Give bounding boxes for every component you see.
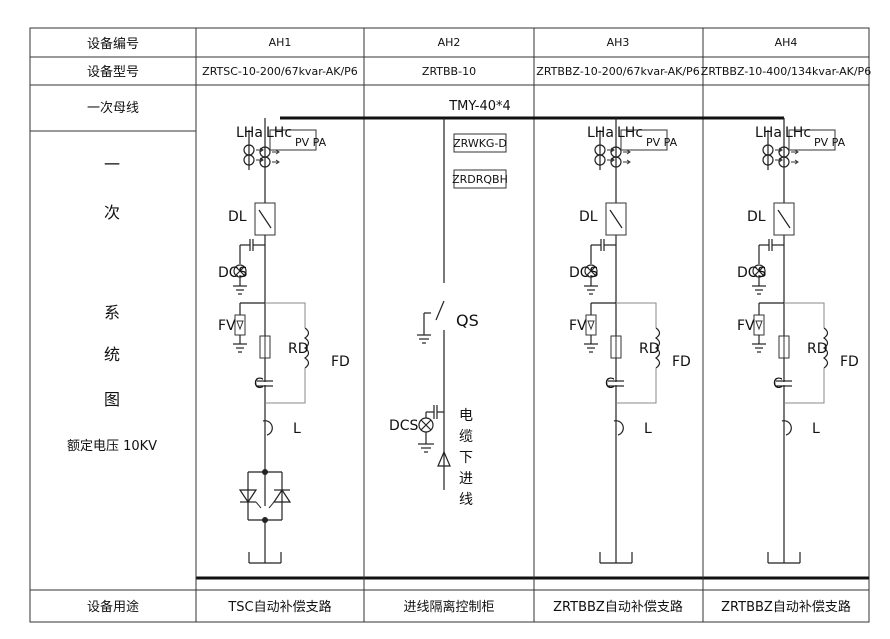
ah2-box2-label: ZRDRQBH bbox=[452, 173, 508, 186]
ah4-breaker-label: DL bbox=[747, 209, 766, 225]
cabinet-purpose-ah1: TSC自动补偿支路 bbox=[227, 599, 331, 615]
ah1-c-label: C bbox=[254, 376, 264, 392]
ah1-dcs-label: DCS bbox=[218, 265, 248, 281]
ah3-c-label: C bbox=[605, 376, 615, 392]
busbar-label: TMY-40*4 bbox=[448, 99, 511, 114]
ah4-meter-label: PV PA bbox=[814, 136, 846, 149]
title-char-2: 次 bbox=[104, 203, 120, 222]
ah4-dcs-label: DCS bbox=[737, 265, 767, 281]
title-char-4: 统 bbox=[104, 345, 120, 364]
cabinet-purpose-ah3: ZRTBBZ自动补偿支路 bbox=[553, 599, 683, 615]
ah3-rd-label: RD bbox=[639, 341, 660, 357]
primary-system-diagram-title: 一 次 系 统 图 额定电压 10KV bbox=[67, 155, 157, 454]
ah2-cable-char-3: 下 bbox=[459, 450, 473, 466]
ah2-cable-char-4: 进 bbox=[459, 471, 473, 487]
rated-voltage: 额定电压 10KV bbox=[67, 439, 157, 454]
cabinet-id-ah3: AH3 bbox=[607, 36, 630, 49]
row-label-device-number: 设备编号 bbox=[87, 36, 139, 52]
ah2-cable-label: 电 缆 下 进 线 bbox=[459, 408, 473, 508]
ah1-thyristor-module bbox=[238, 448, 292, 564]
ah3-breaker-label: DL bbox=[579, 209, 598, 225]
cabinet-model-ah4: ZRTBBZ-10-400/134kvar-AK/P6 bbox=[701, 65, 871, 78]
cabinet-ah3-diagram: LHa LHc PV PA DL DCS FV RD FD C L bbox=[569, 117, 691, 564]
ah4-lha-label: LHa bbox=[755, 125, 782, 141]
row-label-device-model: 设备型号 bbox=[87, 64, 139, 80]
table-grid bbox=[29, 27, 870, 623]
ah1-fv-label: FV bbox=[218, 318, 236, 334]
ah4-fd-label: FD bbox=[840, 354, 859, 370]
ah4-l-label: L bbox=[812, 421, 820, 437]
cabinet-ah1-diagram: LHa LHc PV PA DL DCS FV RD FD C L bbox=[218, 117, 350, 564]
ah1-breaker-label: DL bbox=[228, 209, 247, 225]
ah4-lhc-label: LHc bbox=[785, 125, 811, 141]
ah2-cable-char-1: 电 bbox=[459, 408, 473, 424]
cabinet-purpose-ah2: 进线隔离控制柜 bbox=[403, 599, 494, 615]
ah2-cable-char-2: 缆 bbox=[459, 429, 473, 445]
title-char-5: 图 bbox=[104, 390, 120, 409]
cabinet-id-ah1: AH1 bbox=[269, 36, 292, 49]
ah1-rd-label: RD bbox=[288, 341, 309, 357]
ah1-fd-label: FD bbox=[331, 354, 350, 370]
cabinet-model-ah1: ZRTSC-10-200/67kvar-AK/P6 bbox=[202, 65, 358, 78]
ah3-fv-label: FV bbox=[569, 318, 587, 334]
title-char-3: 系 bbox=[104, 303, 120, 322]
ah4-rd-label: RD bbox=[807, 341, 828, 357]
ah3-dcs-label: DCS bbox=[569, 265, 599, 281]
cabinet-ah2-diagram: ZRWKG-D ZRDRQBH QS DCS 电 缆 下 进 线 bbox=[389, 118, 508, 508]
ah4-c-label: C bbox=[773, 376, 783, 392]
ah3-fd-label: FD bbox=[672, 354, 691, 370]
ah3-lhc-label: LHc bbox=[617, 125, 643, 141]
ah2-box1-label: ZRWKG-D bbox=[453, 137, 507, 150]
cabinet-model-ah2: ZRTBB-10 bbox=[422, 65, 476, 78]
ah3-lha-label: LHa bbox=[587, 125, 614, 141]
title-char-1: 一 bbox=[104, 155, 120, 174]
cabinet-id-ah2: AH2 bbox=[438, 36, 461, 49]
ah1-lhc-label: LHc bbox=[266, 125, 292, 141]
cabinet-id-ah4: AH4 bbox=[775, 36, 798, 49]
row-label-purpose: 设备用途 bbox=[87, 599, 139, 615]
ah1-l-label: L bbox=[293, 421, 301, 437]
ah3-l-label: L bbox=[644, 421, 652, 437]
cabinet-model-ah3: ZRTBBZ-10-200/67kvar-AK/P6 bbox=[536, 65, 699, 78]
ah2-dcs-label: DCS bbox=[389, 418, 419, 434]
row-label-busbar: 一次母线 bbox=[87, 100, 139, 116]
ah3-meter-label: PV PA bbox=[646, 136, 678, 149]
ah2-qs-label: QS bbox=[456, 311, 479, 330]
ah1-meter-label: PV PA bbox=[295, 136, 327, 149]
cabinet-purpose-ah4: ZRTBBZ自动补偿支路 bbox=[721, 599, 851, 615]
ah2-cable-char-5: 线 bbox=[459, 492, 473, 508]
ah1-lha-label: LHa bbox=[236, 125, 263, 141]
ah4-fv-label: FV bbox=[737, 318, 755, 334]
cabinet-ah4-diagram: LHa LHc PV PA DL DCS FV RD FD C L bbox=[737, 117, 859, 564]
